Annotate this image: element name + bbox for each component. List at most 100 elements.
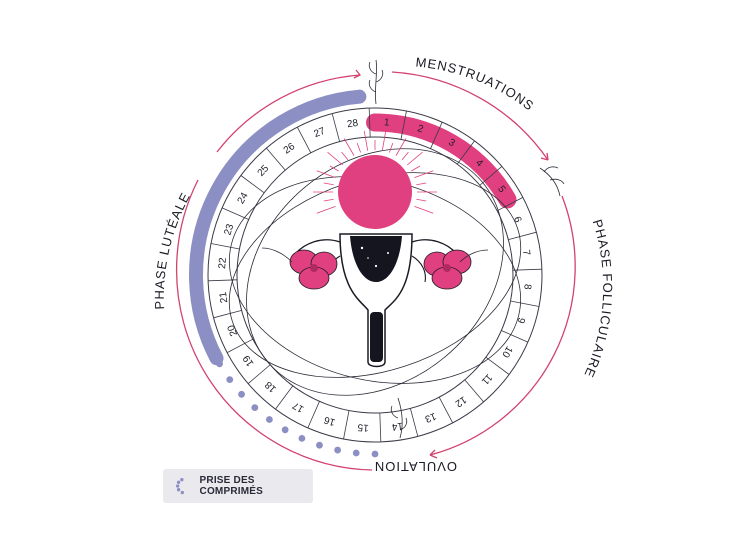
cycle-ring: 1234567891011121314151617181920212223242… — [189, 89, 543, 458]
day-label: 27 — [312, 126, 327, 140]
uterus-illustration — [261, 59, 565, 439]
day-divider — [266, 147, 286, 171]
arrow-head-luteal — [353, 69, 362, 79]
day-label: 1 — [384, 117, 391, 128]
day-divider — [368, 108, 371, 138]
day-divider — [508, 231, 537, 241]
day-label: 2 — [416, 123, 425, 135]
day-divider — [226, 338, 254, 354]
day-divider — [247, 364, 271, 384]
day-label: 20 — [226, 323, 240, 338]
day-label: 24 — [236, 190, 251, 206]
legend-pill-intake: PRISE DES COMPRIMÉS — [163, 469, 313, 503]
pill-dot — [281, 426, 289, 434]
sun-ray — [414, 205, 434, 214]
day-divider — [307, 401, 320, 429]
sun-ray — [414, 170, 434, 179]
uterus-icon — [294, 233, 458, 368]
phase-label-follicular: PHASE FOLLICULAIRE — [581, 218, 615, 381]
sun-ray — [401, 151, 409, 161]
day-label: 22 — [217, 257, 229, 269]
day-label: 18 — [263, 378, 279, 394]
pill-dot — [334, 446, 342, 454]
day-label: 7 — [520, 249, 532, 257]
day-label: 15 — [357, 421, 369, 433]
day-label: 25 — [256, 163, 272, 179]
phase-arrows — [175, 69, 576, 471]
day-divider — [409, 408, 419, 437]
sun-ray — [356, 142, 362, 153]
sun-ray — [406, 151, 423, 166]
pill-dots-icon — [175, 477, 185, 495]
day-label: 6 — [511, 215, 523, 225]
sun-ray — [416, 198, 427, 202]
sun-ray — [316, 170, 336, 179]
day-label: 17 — [290, 399, 306, 414]
day-divider — [210, 243, 240, 250]
pill-dot — [316, 441, 323, 449]
day-label: 21 — [218, 291, 231, 304]
phase-label-ovulation: OVULATION — [374, 459, 457, 474]
sun-ray — [363, 130, 369, 151]
day-labels: 1234567891011121314151617181920212223242… — [217, 117, 533, 433]
phase-label-menstruation: MENSTRUATIONS — [415, 55, 537, 114]
arrow-head-follic — [429, 449, 438, 459]
day-divider — [496, 196, 524, 212]
day-divider — [275, 385, 294, 410]
legend-label: PRISE DES COMPRIMÉS — [199, 475, 264, 497]
day-label: 5 — [495, 184, 507, 195]
day-divider — [430, 121, 443, 149]
sun-ray — [381, 130, 387, 151]
day-divider — [379, 412, 382, 442]
day-label: 3 — [446, 137, 457, 150]
leaf-sprigs — [261, 59, 565, 439]
day-divider — [456, 140, 475, 165]
sun-ray — [411, 165, 421, 172]
pill-dot — [352, 449, 360, 457]
day-divider — [464, 379, 484, 403]
day-divider — [296, 126, 312, 154]
sun-ray — [416, 182, 427, 186]
day-label: 4 — [473, 158, 485, 170]
day-label: 9 — [514, 316, 526, 325]
pill-dot — [238, 390, 245, 398]
menstruation-band — [366, 113, 517, 209]
pill-dot — [371, 450, 379, 458]
day-label: 13 — [423, 410, 438, 424]
sun-ray — [343, 138, 355, 156]
sun-ray — [316, 205, 336, 214]
day-divider — [501, 330, 529, 343]
day-label: 26 — [282, 141, 298, 157]
sun-ray — [388, 142, 394, 153]
day-label: 28 — [346, 118, 359, 131]
day-divider — [438, 396, 454, 424]
day-label: 16 — [322, 414, 336, 428]
day-divider — [331, 113, 341, 142]
sun-ray — [329, 165, 339, 172]
pill-dot — [251, 404, 259, 412]
pill-dot — [216, 360, 223, 368]
day-divider — [512, 268, 542, 271]
flower-icon — [289, 249, 472, 290]
pill-dot — [265, 416, 273, 423]
sun-ray — [323, 198, 334, 202]
day-label: 11 — [479, 371, 494, 386]
day-divider — [485, 356, 510, 375]
day-label: 23 — [222, 222, 236, 236]
day-label: 12 — [453, 394, 469, 410]
sun-icon — [313, 130, 437, 229]
pill-dot — [298, 434, 306, 442]
sun-ray — [395, 138, 407, 156]
phase-label-luteal: PHASE LUTÉALE — [152, 190, 193, 310]
sun-ray — [341, 151, 349, 161]
day-label: 8 — [521, 284, 532, 291]
sun-ray — [327, 151, 344, 166]
day-divider — [479, 166, 503, 186]
pill-dot — [207, 343, 215, 351]
day-divider — [510, 300, 540, 307]
day-divider — [343, 410, 350, 440]
luteal-band — [189, 89, 367, 366]
day-label: 14 — [391, 420, 404, 433]
pill-dot — [226, 376, 234, 384]
